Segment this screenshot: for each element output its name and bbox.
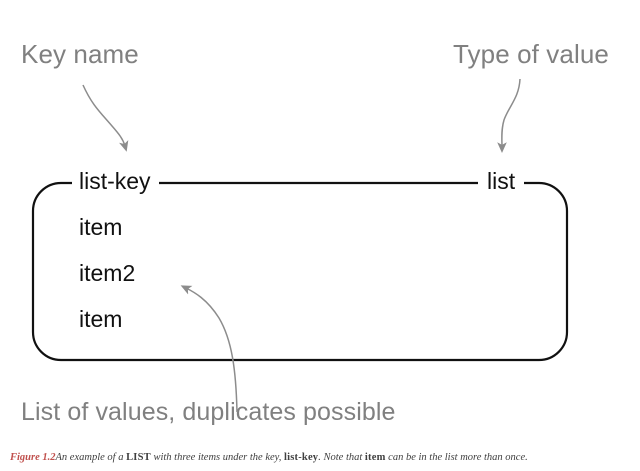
caption-term-list: LIST — [126, 452, 151, 463]
list-type-label: list — [478, 170, 525, 193]
caption-text-part3: . Note that — [318, 452, 365, 463]
figure-caption: Figure 1.2An example of a LIST with thre… — [10, 452, 634, 464]
type-of-value-arrow — [497, 78, 521, 153]
list-item: item — [79, 214, 123, 240]
list-items: item item2 item — [79, 216, 319, 331]
list-values-arrow — [180, 285, 238, 413]
caption-text-part1: An example of a — [55, 452, 127, 463]
annotation-type-of-value: Type of value — [453, 39, 609, 69]
key-name-arrow — [82, 84, 129, 152]
caption-text-part4: can be in the list more than once. — [385, 452, 528, 463]
list-key-label: list-key — [72, 170, 159, 193]
caption-figure-number: Figure 1.2 — [10, 452, 56, 463]
list-item: item — [79, 306, 123, 332]
annotation-list-of-values: List of values, duplicates possible — [21, 398, 396, 426]
annotation-key-name: Key name — [21, 39, 139, 69]
list-item: item2 — [79, 260, 136, 286]
caption-term-list-key: list-key — [283, 452, 319, 463]
list-container-box — [31, 181, 569, 362]
caption-text-part2: with three items under the key, — [150, 452, 284, 463]
caption-term-item: item — [364, 452, 386, 463]
